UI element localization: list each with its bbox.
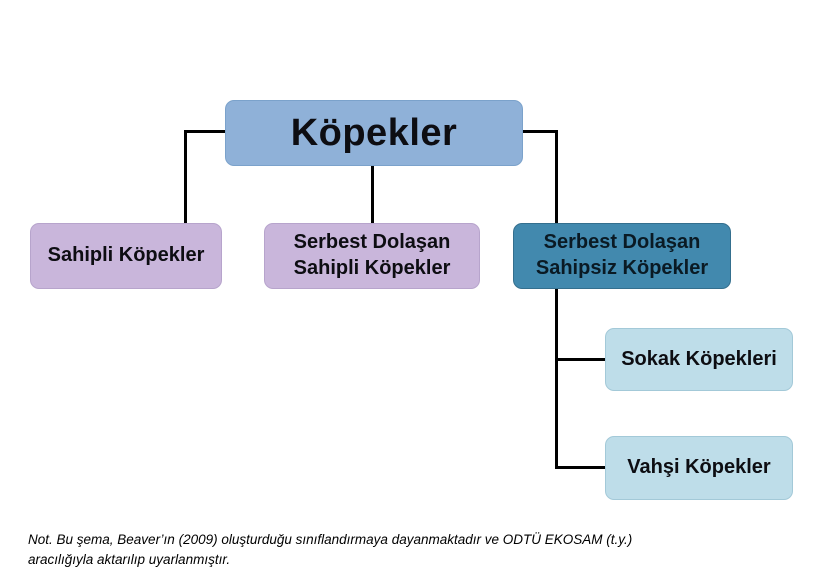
connector-root-to-sahipsiz-horizontal	[522, 130, 558, 133]
connector-to-vahsi-kopekler	[555, 466, 605, 469]
connector-sahipsiz-children-stem	[555, 289, 558, 469]
footnote-line-2: aracılığıyla aktarılıp uyarlanmıştır.	[28, 552, 231, 568]
connector-root-to-sahipsiz-vertical	[555, 130, 558, 223]
node-serbest-dolasan-sahipsiz-kopekler: Serbest Dolaşan Sahipsiz Köpekler	[513, 223, 731, 289]
footnote-line-1: Not. Bu şema, Beaver’ın (2009) oluşturdu…	[28, 532, 633, 547]
node-sokak-kopekleri: Sokak Köpekleri	[605, 328, 793, 391]
connector-root-to-sahipli-horizontal	[185, 130, 226, 133]
connector-to-sokak-kopekleri	[555, 358, 605, 361]
node-sahipli-kopekler: Sahipli Köpekler	[30, 223, 222, 289]
node-serbest-dolasan-sahipli-kopekler: Serbest Dolaşan Sahipli Köpekler	[264, 223, 480, 289]
node-kopekler: Köpekler	[225, 100, 523, 166]
node-vahsi-kopekler: Vahşi Köpekler	[605, 436, 793, 500]
source-footnote: Not. Bu şema, Beaver’ın (2009) oluşturdu…	[28, 530, 803, 571]
connector-root-to-serbest-sahipli	[371, 166, 374, 223]
connector-root-to-sahipli-vertical	[184, 130, 187, 223]
